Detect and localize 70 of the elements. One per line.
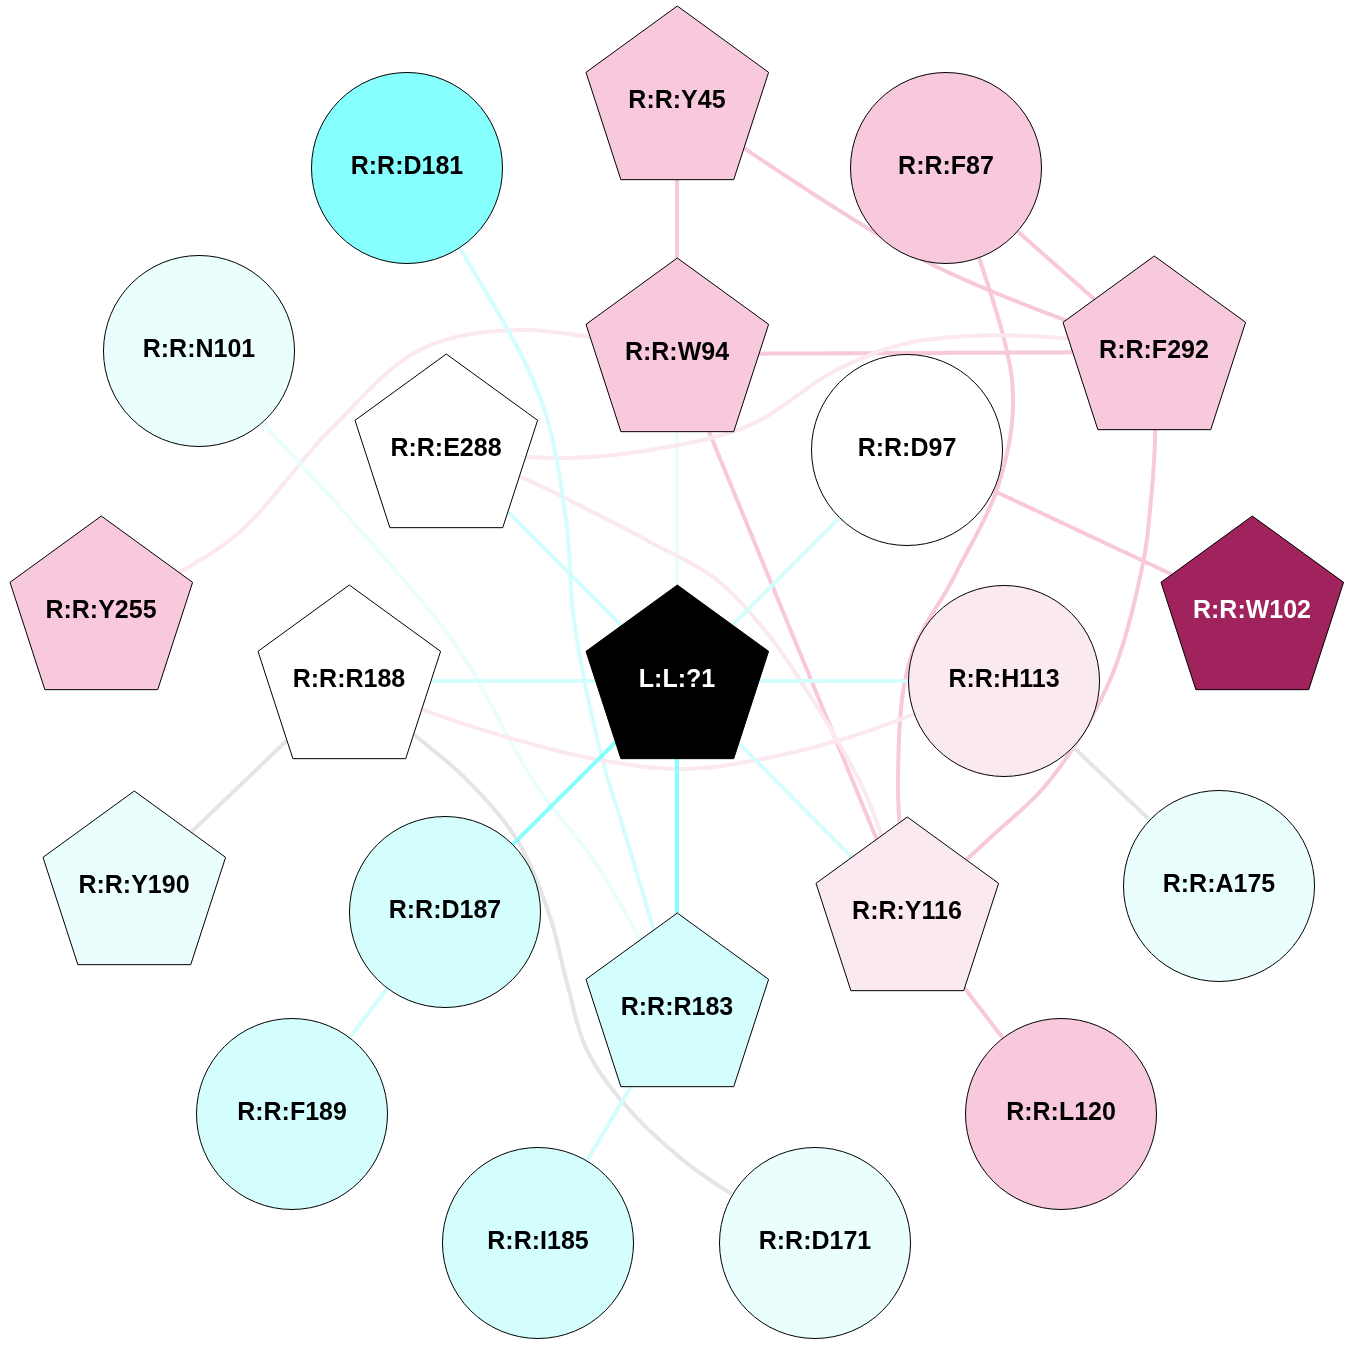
node-label: R:R:R183	[620, 991, 734, 1021]
connector-line	[757, 350, 1074, 356]
connector-line	[348, 986, 389, 1040]
node-label: R:R:D181	[350, 150, 464, 180]
node-label: R:R:Y45	[628, 84, 726, 114]
node-label: R:R:D187	[388, 894, 502, 924]
connector-line	[675, 178, 679, 260]
circle-node	[1123, 790, 1315, 982]
node-label: R:R:F189	[237, 1096, 347, 1126]
circle-node	[103, 255, 295, 447]
connector-line	[737, 741, 854, 859]
pentagon-node	[585, 913, 769, 1087]
connector-line	[1016, 229, 1097, 302]
node-label: R:R:Y116	[852, 895, 962, 925]
connector-line	[177, 327, 591, 575]
node-label: R:R:A175	[1162, 868, 1276, 898]
node-label: R:R:Y255	[45, 594, 157, 624]
pentagon-node	[9, 516, 193, 690]
pentagon-node	[815, 817, 999, 991]
connector-line	[1071, 745, 1152, 822]
connector-line	[517, 474, 884, 837]
pentagon-node	[354, 354, 538, 528]
connector-line	[962, 986, 1005, 1040]
node-label: R:R:D97	[857, 432, 957, 462]
connector-line	[429, 679, 597, 683]
connector-line	[189, 738, 289, 835]
connector-line	[506, 510, 623, 627]
node-label: R:R:N101	[142, 333, 256, 363]
connector-line	[730, 516, 841, 627]
pentagon-node	[42, 791, 226, 965]
circle-node	[965, 1018, 1157, 1210]
connector-line	[412, 732, 734, 1197]
connector-line	[511, 740, 618, 847]
node-label: R:R:W102	[1192, 594, 1311, 624]
circle-node	[908, 585, 1100, 777]
node-label: L:L:?1	[638, 663, 716, 693]
circle-node	[442, 1147, 634, 1339]
node-label: R:R:Y190	[78, 869, 190, 899]
node-label: R:R:H113	[948, 663, 1060, 693]
node-label: R:R:I185	[487, 1225, 589, 1255]
circle-node	[811, 354, 1003, 546]
connector-line	[458, 247, 656, 931]
pentagon-node	[257, 585, 441, 759]
node-label: R:R:F87	[898, 150, 994, 180]
node-label: R:R:D171	[758, 1225, 872, 1255]
connector-line	[261, 421, 642, 942]
pentagon-node	[1062, 256, 1246, 430]
connector-line	[420, 707, 915, 771]
circle-node	[719, 1147, 911, 1339]
pentagon-node	[585, 585, 769, 759]
pentagon-node	[1160, 516, 1344, 690]
circle-node	[196, 1018, 388, 1210]
connector-line	[675, 757, 679, 915]
connector-line	[524, 333, 1069, 460]
circle-node	[311, 72, 503, 264]
connector-line	[895, 256, 1015, 825]
connector-line	[992, 489, 1174, 577]
circle-node	[850, 72, 1042, 264]
connector-line	[585, 1085, 633, 1163]
node-label: R:R:E288	[390, 432, 502, 462]
circle-node	[349, 816, 541, 1008]
pentagon-node	[585, 6, 769, 180]
node-label: R:R:W94	[624, 336, 730, 366]
connector-line	[707, 430, 879, 841]
node-label: R:R:R188	[292, 663, 406, 693]
node-label: R:R:L120	[1006, 1096, 1116, 1126]
pentagon-node	[585, 258, 769, 432]
connector-line	[964, 429, 1158, 862]
connector-line	[741, 146, 1067, 323]
node-label: R:R:F292	[1099, 334, 1209, 364]
